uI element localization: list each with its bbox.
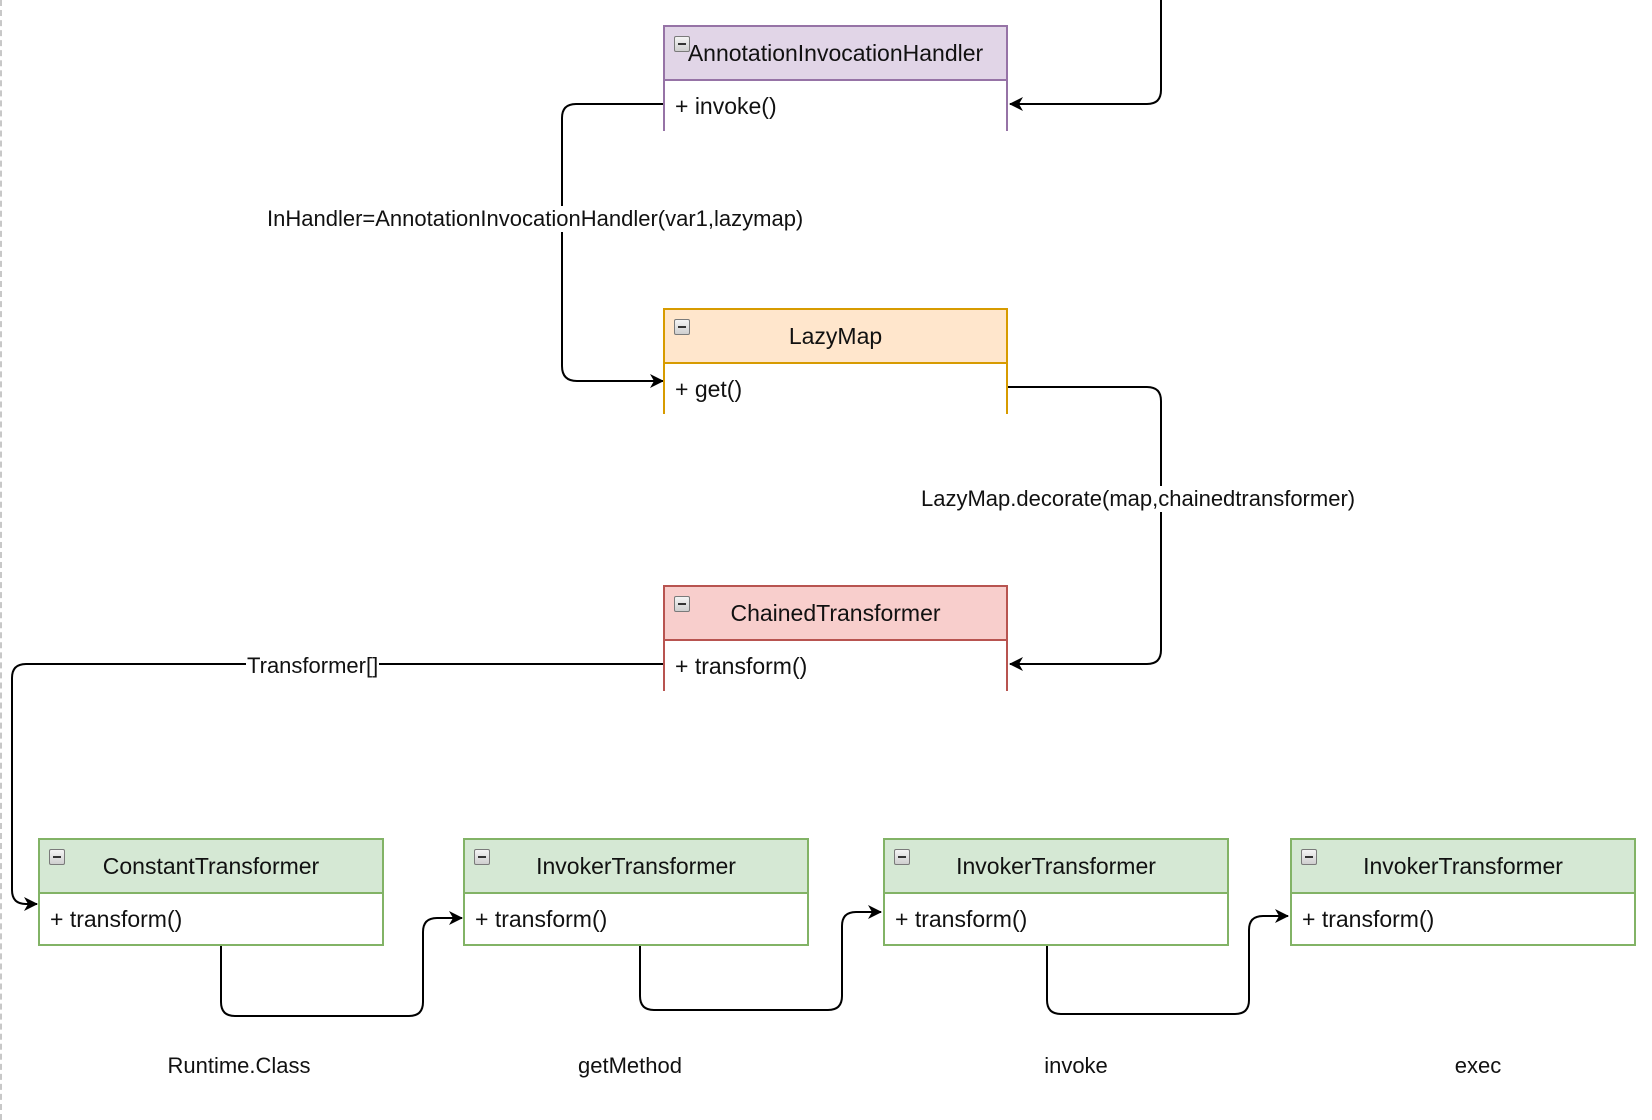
class-name: ConstantTransformer bbox=[102, 852, 320, 879]
class-header: ChainedTransformer bbox=[665, 587, 1006, 639]
step-label-exec: exec bbox=[1454, 1053, 1502, 1078]
edge-step-3 bbox=[1046, 909, 1289, 1015]
class-method: + get() bbox=[665, 362, 1006, 414]
class-header: ConstantTransformer bbox=[40, 840, 382, 892]
class-invoker-transformer-3[interactable]: InvokerTransformer + transform() bbox=[1290, 838, 1636, 946]
edge-step-1 bbox=[220, 911, 463, 1017]
edge-incoming-invoke bbox=[1009, 0, 1162, 111]
class-name: LazyMap bbox=[788, 322, 883, 349]
class-invoker-transformer-1[interactable]: InvokerTransformer + transform() bbox=[463, 838, 809, 946]
collapse-icon[interactable] bbox=[674, 319, 690, 335]
edge-label-handler-to-lazymap: InHandler=AnnotationInvocationHandler(va… bbox=[266, 206, 805, 232]
edge-label-chained-to-constant: Transformer[] bbox=[246, 653, 380, 679]
class-method: + transform() bbox=[885, 892, 1227, 944]
class-name: ChainedTransformer bbox=[730, 599, 941, 626]
class-name: InvokerTransformer bbox=[536, 852, 736, 879]
class-name: InvokerTransformer bbox=[1363, 852, 1563, 879]
class-invoker-transformer-2[interactable]: InvokerTransformer + transform() bbox=[883, 838, 1229, 946]
collapse-icon[interactable] bbox=[674, 36, 690, 52]
class-chained-transformer[interactable]: ChainedTransformer + transform() bbox=[663, 585, 1008, 691]
class-header: AnnotationInvocationHandler bbox=[665, 27, 1006, 79]
collapse-icon[interactable] bbox=[1301, 849, 1317, 865]
page-left-guide bbox=[0, 0, 2, 1120]
class-method: + transform() bbox=[40, 892, 382, 944]
class-lazy-map[interactable]: LazyMap + get() bbox=[663, 308, 1008, 414]
class-header: InvokerTransformer bbox=[885, 840, 1227, 892]
edge-lazymap-to-chained bbox=[1008, 386, 1162, 671]
edge-handler-to-lazymap bbox=[561, 103, 665, 388]
class-annotation-invocation-handler[interactable]: AnnotationInvocationHandler + invoke() bbox=[663, 25, 1008, 131]
step-label-runtime-class: Runtime.Class bbox=[167, 1053, 311, 1078]
class-name: AnnotationInvocationHandler bbox=[687, 39, 984, 66]
class-header: InvokerTransformer bbox=[465, 840, 807, 892]
edge-chained-to-constant bbox=[11, 663, 665, 911]
collapse-icon[interactable] bbox=[49, 849, 65, 865]
class-constant-transformer[interactable]: ConstantTransformer + transform() bbox=[38, 838, 384, 946]
collapse-icon[interactable] bbox=[474, 849, 490, 865]
collapse-icon[interactable] bbox=[674, 596, 690, 612]
class-method: + transform() bbox=[665, 639, 1006, 691]
class-header: LazyMap bbox=[665, 310, 1006, 362]
class-method: + transform() bbox=[1292, 892, 1634, 944]
collapse-icon[interactable] bbox=[894, 849, 910, 865]
class-name: InvokerTransformer bbox=[956, 852, 1156, 879]
edge-step-2 bbox=[639, 905, 882, 1011]
step-label-getmethod: getMethod bbox=[578, 1053, 682, 1078]
class-method: + invoke() bbox=[665, 79, 1006, 131]
class-method: + transform() bbox=[465, 892, 807, 944]
step-label-invoke: invoke bbox=[1044, 1053, 1108, 1078]
edge-label-lazymap-to-chained: LazyMap.decorate(map,chainedtransformer) bbox=[920, 486, 1357, 512]
class-header: InvokerTransformer bbox=[1292, 840, 1634, 892]
